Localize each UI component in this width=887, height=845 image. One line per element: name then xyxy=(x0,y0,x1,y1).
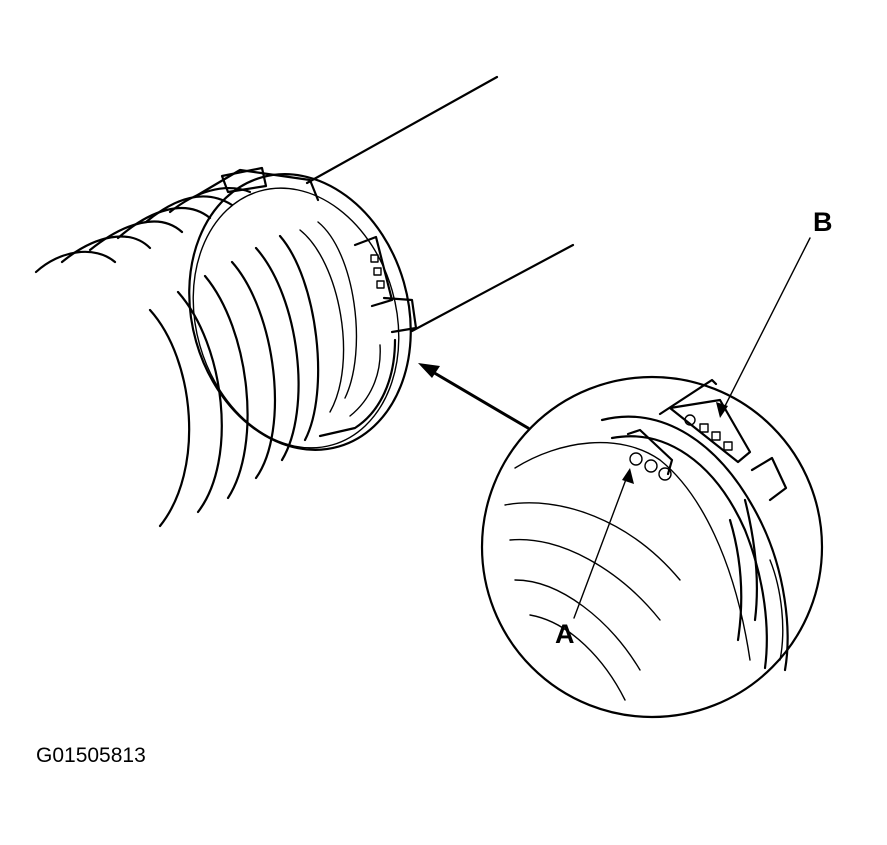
callout-leaders xyxy=(573,237,811,619)
callout-label-a: A xyxy=(555,619,575,649)
axle-shaft xyxy=(305,75,575,333)
pleated-boot xyxy=(34,187,358,528)
callout-label-b: B xyxy=(813,207,833,237)
clamp-band xyxy=(188,166,418,451)
figure-id: G01505813 xyxy=(36,744,146,767)
detail-magnifier-circle xyxy=(480,375,824,719)
detail-pointer-arrow xyxy=(418,363,530,430)
